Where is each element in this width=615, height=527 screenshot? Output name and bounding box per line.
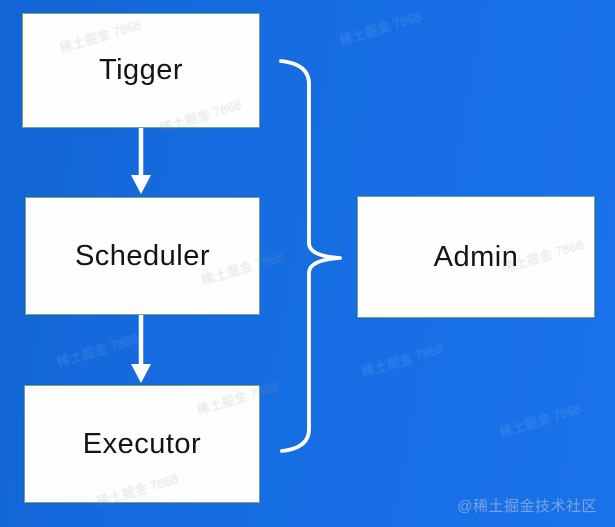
diagonal-watermark: 稀土掘金 7868: [497, 400, 584, 440]
node-admin: Admin: [357, 196, 595, 318]
node-executor-label: Executor: [82, 427, 202, 460]
node-executor: Executor: [24, 385, 260, 503]
node-tigger: Tigger: [22, 13, 260, 128]
diagonal-watermark: 稀土掘金 7868: [337, 8, 424, 48]
node-admin-label: Admin: [433, 240, 519, 273]
node-scheduler: Scheduler: [25, 197, 260, 315]
node-scheduler-label: Scheduler: [74, 239, 211, 272]
diagonal-watermark: 稀土掘金 7868: [359, 340, 446, 380]
diagonal-watermark: 稀土掘金 7868: [54, 330, 141, 370]
arrow-scheduler-to-executor: [131, 314, 151, 383]
community-credit-watermark: @稀土掘金技术社区: [457, 498, 597, 515]
arrow-tigger-to-scheduler: [131, 127, 151, 194]
node-tigger-label: Tigger: [98, 54, 184, 86]
brace-connector: [279, 59, 342, 453]
